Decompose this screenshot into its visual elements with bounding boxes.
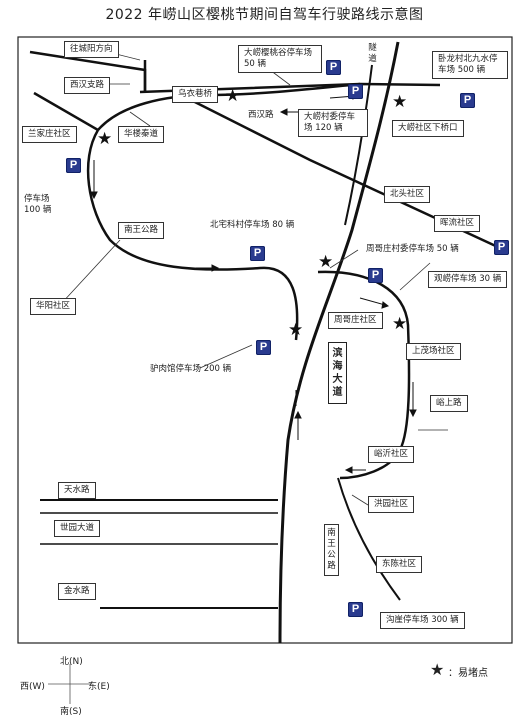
direction-arrows [90, 92, 417, 474]
parking-icon-beizhaike: P [250, 246, 265, 261]
label-wangchengyang: 往城阳方向 [64, 41, 119, 58]
congestion-star-icon-dalao: ★ [392, 92, 408, 112]
label-lanjiazhuang: 兰家庄社区 [22, 126, 77, 143]
map-frame [17, 36, 513, 644]
compass-north: 北(N) [60, 657, 83, 667]
label-xihanzhi: 西汉支路 [64, 77, 111, 94]
label-huaxiaosidao: 华楼秦道 [118, 126, 165, 143]
label-shangmaochang: 上茂场社区 [406, 343, 461, 360]
label-huiliu: 晖流社区 [434, 215, 481, 232]
label-xihanlu: 西汉路 [248, 110, 274, 120]
label-parking-left: 停车场 100 辆 [24, 194, 52, 215]
congestion-star-icon-zhouge-top: ★ [318, 252, 334, 272]
congestion-star-icon-zhouge-right: ★ [392, 314, 408, 334]
parking-icon-left: P [66, 158, 81, 173]
parking-icon-guanlan: P [494, 240, 509, 255]
label-suidao: 隧道 [368, 43, 377, 64]
label-dalao-peach: 大崂樱桃谷停车场 50 辆 [238, 45, 322, 73]
parking-icon-dalao-peach: P [326, 60, 341, 75]
compass-south: 南(S) [60, 707, 82, 717]
road-south-branch [337, 477, 401, 601]
label-dalao-xiaqiao: 大崂社区下桥口 [392, 120, 464, 137]
map-title: 2022 年崂山区樱桃节期间自驾车行驶路线示意图 [105, 7, 424, 23]
parking-icon-zhouge: P [368, 268, 383, 283]
label-nanwanggonglu-top: 南王公路 [118, 222, 165, 239]
label-wuyixiangqiao: 乌衣巷桥 [172, 86, 219, 103]
legend-star-icon: ★ [430, 660, 445, 679]
label-zhouge-parking: 周哥庄村委停车场 50 辆 [366, 244, 459, 254]
label-dalao-village: 大崂村委停车场 120 辆 [298, 109, 368, 137]
parking-icon-wolong: P [460, 93, 475, 108]
label-beitou: 北头社区 [384, 186, 431, 203]
label-shiyuan: 世园大道 [54, 520, 101, 537]
road-loop-left [86, 129, 299, 341]
label-haishang: 峪上路 [430, 395, 468, 412]
label-wolong: 卧龙村北九水停车场 500 辆 [432, 51, 508, 79]
parking-icon-lvroutang: P [256, 340, 271, 355]
road-binhai-secondary [344, 64, 373, 226]
label-yuwei: 峪沂社区 [368, 446, 415, 463]
label-huayang: 华阳社区 [30, 298, 77, 315]
congestion-star-icon-lanjiazhuang: ★ [97, 129, 113, 149]
label-goubian: 沟崖停车场 300 辆 [380, 612, 465, 629]
label-hongyuan: 洪园社区 [368, 496, 415, 513]
label-nanwanggonglu-bottom: 南王公路 [324, 524, 339, 576]
label-tianshui: 天水路 [58, 482, 96, 499]
parking-icon-dalao-village: P [348, 84, 363, 99]
label-dongxu: 东陈社区 [376, 556, 423, 573]
label-guanlan: 观崂停车场 30 辆 [428, 271, 508, 288]
label-lvroutang: 驴肉馆停车场 200 辆 [150, 364, 232, 374]
legend-text: ：易堵点 [448, 668, 488, 679]
label-beizhaike: 北宅科村停车场 80 辆 [210, 220, 295, 230]
compass-cross [48, 664, 92, 704]
compass-west: 西(W) [20, 682, 45, 692]
congestion-star-icon-wuyixiang: ★ [225, 86, 241, 106]
compass-east: 东(E) [88, 682, 110, 692]
label-zhouge: 周哥庄社区 [328, 312, 383, 329]
label-binhai: 滨海大道 [328, 342, 347, 404]
road-left-diagonal [33, 91, 99, 132]
leader-lines [59, 51, 448, 506]
road-binhai-main [278, 41, 400, 644]
label-jinshui: 金水路 [58, 583, 96, 600]
parking-icon-goubian: P [348, 602, 363, 617]
congestion-star-icon-binhai: ★ [288, 320, 304, 340]
